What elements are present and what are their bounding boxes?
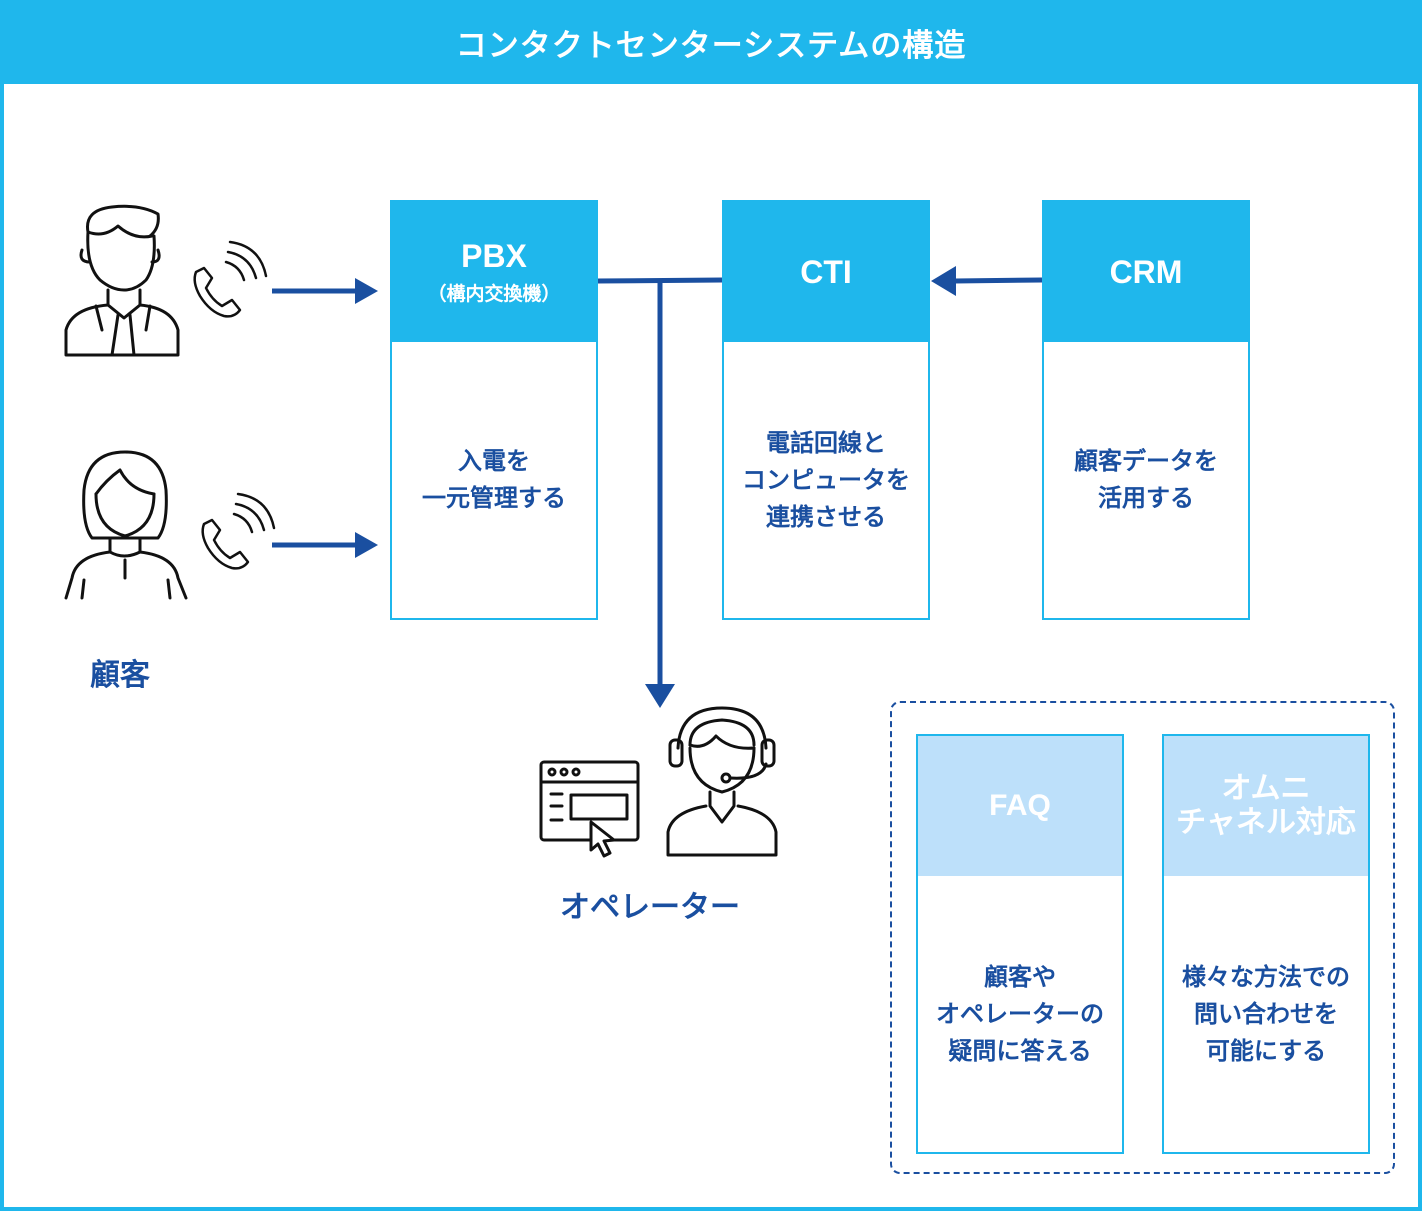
crm-description: 顧客データを 活用する [1044,342,1248,618]
pbx-cti-line [596,277,723,284]
crm-desc-line-1: 顧客データを [1074,447,1218,475]
to-operator-arrow-head [645,684,675,708]
diagram-title: コンタクトセンターシステムの構造 [455,27,967,64]
customer-label: 顧客 [90,658,150,693]
cti-description: 電話回線と コンピュータを 連携させる [724,342,928,618]
cti-desc-line-1: 電話回線と [766,428,886,457]
operator-label: オペレーター [560,890,740,925]
faq-desc-line-2: オペレーターの [936,999,1104,1028]
faq-description: 顧客や オペレーターの 疑問に答える [918,876,1122,1152]
cti-desc-line-3: 連携させる [766,502,886,531]
crm-cti-line [954,277,1043,284]
pbx-description: 入電を 一元管理する [392,342,596,618]
title-bar: コンタクトセンターシステムの構造 [0,0,1422,84]
male-customer-icon [64,204,180,357]
phone-ringing-icon [201,492,276,570]
pbx-name: PBX [461,238,527,274]
pbx-subtitle: （構内交換機） [427,283,561,305]
omnichannel-description: 様々な方法での 問い合わせを 可能にする [1164,876,1368,1152]
call-arrow-2-head [355,532,378,558]
crm-cti-arrow-head [931,266,956,296]
pbx-desc-line-1: 入電を [458,447,530,475]
crm-card-header: CRM [1044,202,1248,342]
cti-card-header: CTI [724,202,928,342]
faq-name: FAQ [989,789,1051,822]
omnichannel-desc-line-3: 可能にする [1205,1036,1327,1065]
omnichannel-name-line-1: オムニ [1221,772,1311,805]
operator-headset-icon [666,706,778,857]
omnichannel-desc-line-1: 様々な方法での [1182,962,1350,991]
browser-window-icon [539,760,640,858]
pbx-desc-line-2: 一元管理する [422,484,566,512]
crm-card: CRM 顧客データを 活用する [1042,200,1250,620]
phone-ringing-icon [193,240,268,318]
omnichannel-name-line-2: チャネル対応 [1176,806,1356,839]
omnichannel-card: オムニ チャネル対応 様々な方法での 問い合わせを 可能にする [1162,734,1370,1154]
crm-name: CRM [1109,253,1183,290]
faq-desc-line-3: 疑問に答える [948,1036,1092,1065]
female-customer-icon [64,450,188,600]
pbx-card-header: PBX （構内交換機） [392,202,596,342]
faq-desc-line-1: 顧客や [984,962,1056,991]
cti-name: CTI [800,253,852,290]
crm-desc-line-2: 活用する [1098,484,1194,512]
faq-card: FAQ 顧客や オペレーターの 疑問に答える [916,734,1124,1154]
optional-features-group [890,701,1395,1174]
cti-card: CTI 電話回線と コンピュータを 連携させる [722,200,930,620]
call-arrow-1-head [355,278,378,304]
faq-card-header: FAQ [918,736,1122,876]
pbx-card: PBX （構内交換機） 入電を 一元管理する [390,200,598,620]
cti-desc-line-2: コンピュータを [742,465,910,494]
omnichannel-card-header: オムニ チャネル対応 [1164,736,1368,876]
omnichannel-desc-line-2: 問い合わせを [1194,999,1338,1028]
